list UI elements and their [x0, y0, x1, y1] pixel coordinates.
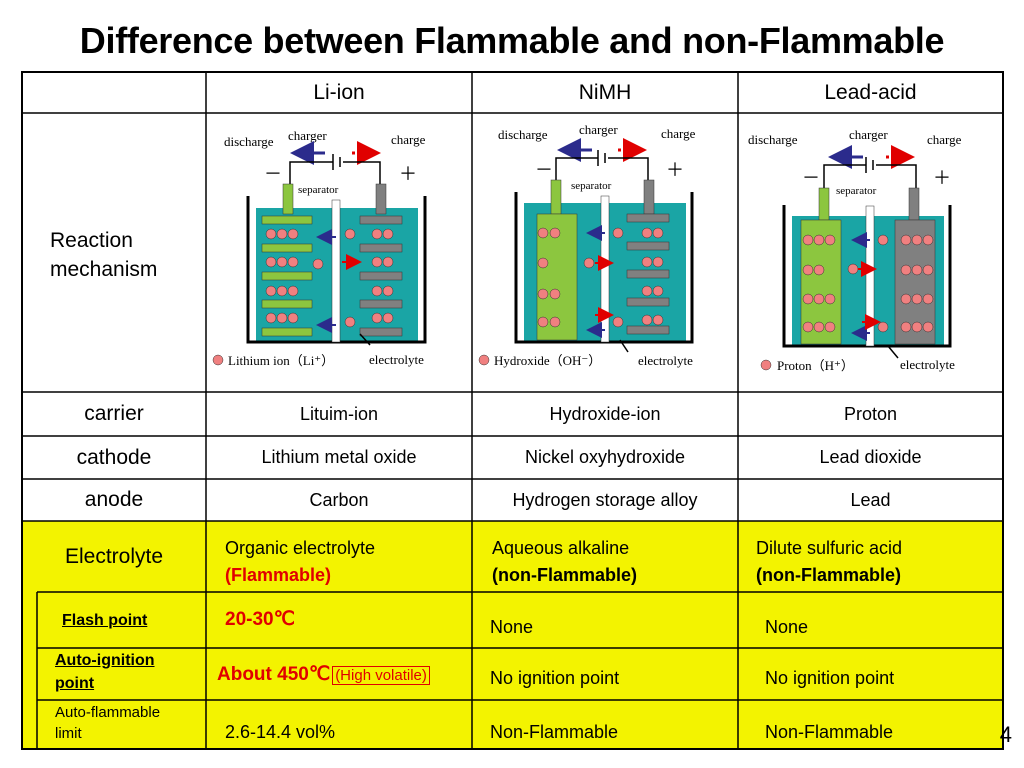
diagram-label-charger: charger	[849, 127, 888, 142]
diagram-label-electrolyte: electrolyte	[900, 357, 955, 372]
diagram-label-plus: ＋	[933, 168, 951, 188]
cathode-nimh: Nickel oxyhydroxide	[524, 447, 686, 467]
diagram-label-lead-legend: Proton（H⁺）	[777, 358, 854, 373]
diagram-label-charge: charge	[391, 132, 426, 147]
page-number: 4	[999, 722, 1012, 747]
cathode-li-ion: Lithium metal oxide	[261, 447, 417, 467]
diagram-label-minus: －	[802, 168, 820, 188]
auto-flammable-nimh: Non-Flammable	[490, 722, 619, 742]
diagram-label-charger: charger	[288, 128, 327, 143]
diagram-label-discharge: discharge	[498, 127, 548, 142]
row-label-cathode: cathode	[76, 445, 152, 469]
flash-point-nimh: None	[490, 617, 534, 637]
column-header-lead-acid: Lead-acid	[824, 80, 917, 104]
auto-ignition-lead-acid: No ignition point	[765, 668, 895, 688]
diagram-label-charger: charger	[579, 122, 618, 137]
diagram-label-charge: charge	[661, 126, 696, 141]
auto-ignition-nimh: No ignition point	[490, 668, 620, 688]
cathode-lead-acid: Lead dioxide	[819, 447, 922, 467]
auto-ignition-li-ion: About 450℃(High volatile)	[217, 663, 430, 686]
diagram-label-electrolyte: electrolyte	[369, 352, 424, 367]
diagram-label-discharge: discharge	[748, 132, 798, 147]
diagram-label-plus: ＋	[399, 164, 417, 184]
flash-point-lead-acid: None	[765, 617, 809, 637]
diagram-label-plus: ＋	[666, 160, 684, 180]
diagram-label-discharge: discharge	[224, 134, 274, 149]
diagram-label-minus: －	[264, 164, 282, 184]
row-label-auto-ignition: Auto-ignition point	[55, 652, 155, 692]
carrier-lead-acid: Proton	[843, 403, 898, 424]
diagram-label-minus: －	[535, 160, 553, 180]
anode-lead-acid: Lead	[850, 489, 891, 510]
flash-point-li-ion: 20-30℃	[225, 609, 295, 630]
auto-flammable-li-ion: 2.6-14.4 vol%	[225, 722, 336, 742]
anode-li-ion: Carbon	[309, 489, 369, 510]
column-header-nimh: NiMH	[578, 80, 632, 104]
row-label-carrier: carrier	[84, 402, 144, 425]
lead-acid-diagram: charger discharge charge － ＋ separator	[748, 127, 962, 373]
diagram-label-separator: separator	[571, 180, 612, 192]
slide-title: Difference between Flammable and non-Fla…	[79, 20, 945, 61]
row-label-flash-point: Flash point	[62, 612, 148, 629]
diagram-label-separator: separator	[836, 185, 877, 197]
anode-nimh: Hydrogen storage alloy	[512, 489, 698, 510]
diagram-label-nimh-legend: Hydroxide（OH⁻）	[494, 353, 601, 368]
diagram-label-li-legend: Lithium ion（Li⁺）	[228, 353, 334, 368]
carrier-li-ion: Lituim-ion	[299, 403, 379, 424]
diagram-label-electrolyte: electrolyte	[638, 353, 693, 368]
diagram-label-charge: charge	[927, 132, 962, 147]
column-header-li-ion: Li-ion	[313, 80, 365, 104]
row-label-auto-flammable: Auto-flammable limit	[55, 704, 161, 742]
electrolyte-li-ion: Organic electrolyte (Flammable)	[225, 538, 376, 585]
electrolyte-lead-acid: Dilute sulfuric acid (non-Flammable)	[756, 538, 903, 585]
auto-flammable-lead-acid: Non-Flammable	[765, 722, 894, 742]
electrolyte-nimh: Aqueous alkaline (non-Flammable)	[492, 538, 638, 585]
nimh-diagram: charger discharge charge － ＋ separator	[478, 122, 696, 368]
li-ion-diagram: charger discharge charge － ＋ separator	[212, 128, 427, 368]
diagram-label-separator: separator	[298, 184, 339, 196]
row-label-anode: anode	[84, 488, 144, 511]
reaction-mechanism-label: Reaction mechanism	[50, 229, 158, 281]
carrier-nimh: Hydroxide-ion	[549, 403, 661, 424]
row-label-electrolyte: Electrolyte	[64, 544, 164, 568]
